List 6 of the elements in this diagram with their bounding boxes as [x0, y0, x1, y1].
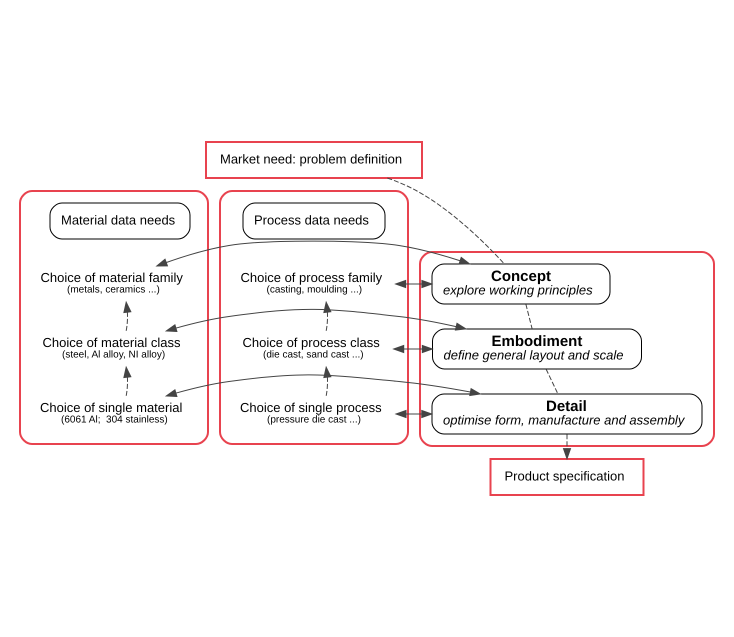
node-text: Choice of material class (steel, Al alloy, NI alloy) — [42, 334, 180, 360]
node-text: Choice of material family (metals, ceramics ...) — [40, 270, 183, 296]
node-text: Choice of process class (die cast, sand cast ...) — [242, 334, 380, 360]
node-text: Choice of process family (casting, moulding ...) — [240, 270, 382, 296]
node-text: Choice of single process (pressure die cast ...) — [240, 400, 382, 426]
node-text: Choice of single material (6061 Al; 304 stainless) — [40, 400, 182, 426]
